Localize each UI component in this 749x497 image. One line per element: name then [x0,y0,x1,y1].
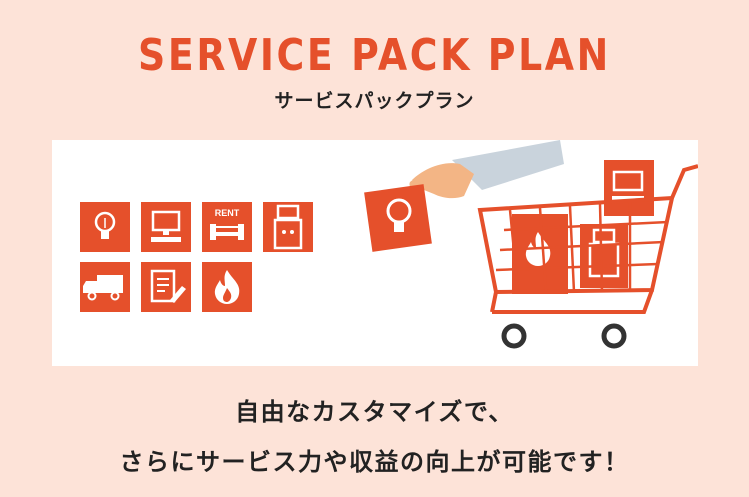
document-pen-icon [141,262,191,312]
message-line-1: 自由なカスタマイズで、 [235,398,514,426]
illustration-panel: RENT [52,140,698,366]
message-line-2: さらにサービス力や収益の向上が可能です！ [119,448,630,476]
page-title: SERVICE PACK PLAN [138,30,611,81]
shopping-cart-icon [477,160,698,349]
lightbulb-card-icon [364,184,432,252]
delivery-truck-icon [80,262,130,312]
rent-label: RENT [215,208,240,218]
monitor-icon [141,202,191,252]
page-subtitle: サービスパックプラン [274,90,475,112]
lightbulb-icon [80,202,130,252]
water-server-icon [263,202,313,252]
hand-icon [409,140,564,199]
rent-sofa-icon: RENT [202,202,252,252]
flame-icon [202,262,252,312]
